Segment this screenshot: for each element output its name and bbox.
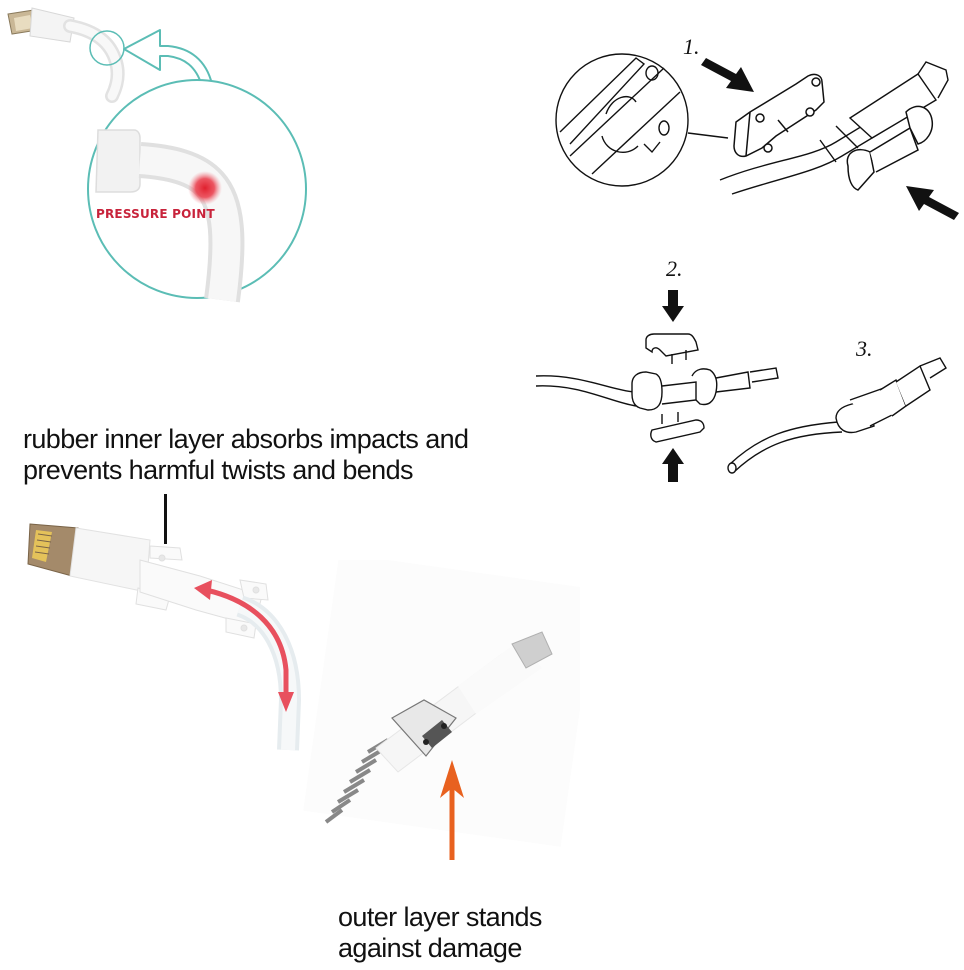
step-3-number: 3. [856,336,873,361]
clip-top-piece [733,73,825,158]
inner-layer-photo [0,500,320,760]
step-3-assembled-cable [727,357,947,474]
detail-magnifier-icon [555,53,729,187]
connector-housing [69,527,151,593]
up-arrow-icon [662,448,684,482]
metal-outer-clip [391,699,457,757]
step-2-bottom-clip [650,412,705,443]
step-2-number: 2. [666,256,683,281]
up-left-arrow-icon [906,186,959,220]
pressure-point-label: PRESSURE POINT [96,207,215,221]
cable-with-connector [719,61,949,195]
inner-layer-caption-line-1: rubber inner layer absorbs impacts and [23,424,469,454]
step-2-top-clip [645,333,699,364]
lightning-tip [511,631,553,669]
step-2-cable [535,367,779,411]
step-1-number: 1. [683,34,700,59]
step-2-3-illustration: 2. 3. [520,250,960,500]
pressure-point-panel: PRESSURE POINT [0,0,320,310]
pressure-point-marker [188,171,222,205]
cable-bend-illustration [7,7,307,303]
down-arrow-icon [662,290,684,322]
outer-layer-photo [280,560,580,860]
inner-layer-leader-line [164,494,167,544]
lightning-connector [27,523,79,577]
step-1-drawing [555,53,959,220]
flex-arrow-icon [203,587,289,699]
outer-layer-caption: outer layer stands against damage [338,902,598,964]
down-right-arrow-icon [701,58,754,92]
inner-layer-caption: rubber inner layer absorbs impacts and p… [23,424,523,486]
step-1-illustration: 1. [540,34,964,250]
clip-bottom-piece [846,105,934,191]
curved-arrow-icon [123,29,213,87]
inner-layer-caption-line-2: prevents harmful twists and bends [23,455,414,485]
outer-layer-caption-line-1: outer layer stands [338,902,542,932]
small-cable-photo [7,7,125,103]
outer-layer-caption-line-2: against damage [338,933,522,963]
step-2-3-drawing [535,290,947,482]
